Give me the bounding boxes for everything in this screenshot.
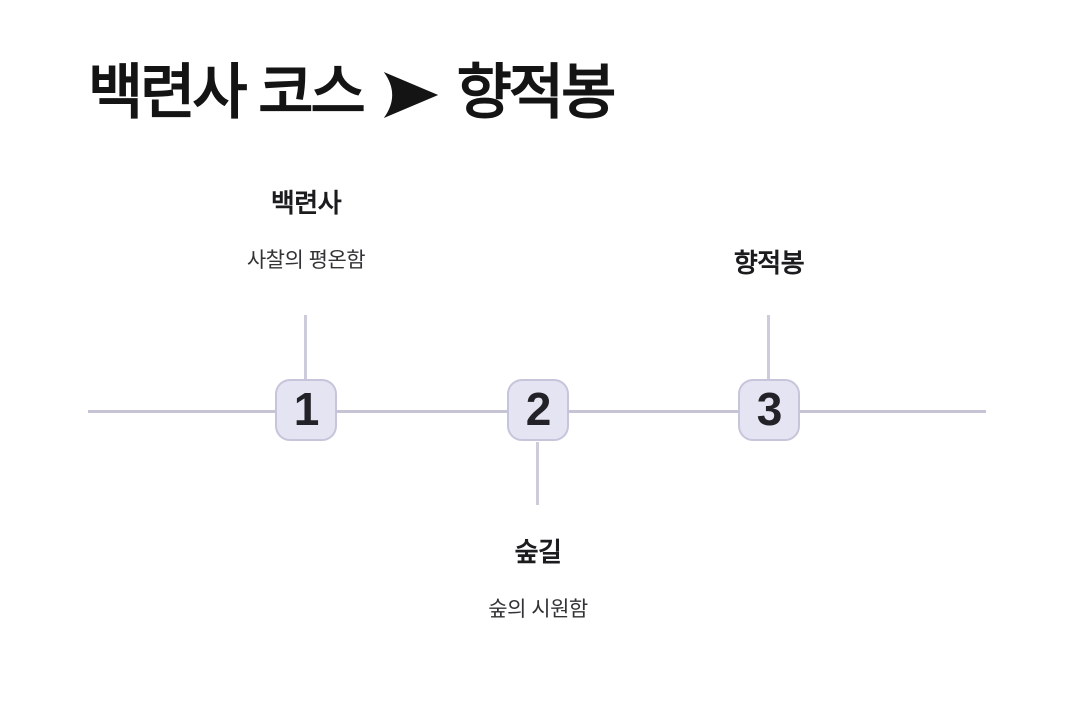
step-1-number: 1 bbox=[293, 383, 320, 435]
step-1-connector-line bbox=[304, 315, 307, 380]
step-1-node: 1 bbox=[275, 379, 337, 441]
step-2-node: 2 bbox=[507, 379, 569, 441]
step-1-label: 백련사 사찰의 평온함 bbox=[176, 186, 436, 276]
step-3-number: 3 bbox=[756, 383, 783, 435]
page-title: 백련사 코스 향적봉 bbox=[88, 58, 617, 127]
page-title-left: 백련사 코스 bbox=[88, 59, 366, 126]
step-1-title: 백련사 bbox=[270, 188, 342, 218]
step-3-connector-line bbox=[767, 315, 770, 380]
step-2-label: 숲길 숲의 시원함 bbox=[408, 535, 668, 625]
step-3-label: 향적봉 bbox=[639, 246, 899, 280]
step-2-connector-line bbox=[536, 442, 539, 505]
step-2-title: 숲길 bbox=[514, 537, 562, 567]
step-2-number: 2 bbox=[525, 383, 552, 435]
step-3-node: 3 bbox=[738, 379, 800, 441]
step-2-subtitle: 숲의 시원함 bbox=[488, 598, 588, 621]
step-1-subtitle: 사찰의 평온함 bbox=[246, 249, 366, 272]
page-title-right: 향적봉 bbox=[456, 59, 617, 126]
step-3-title: 향적봉 bbox=[733, 248, 805, 278]
arrow-right-icon bbox=[383, 71, 439, 118]
